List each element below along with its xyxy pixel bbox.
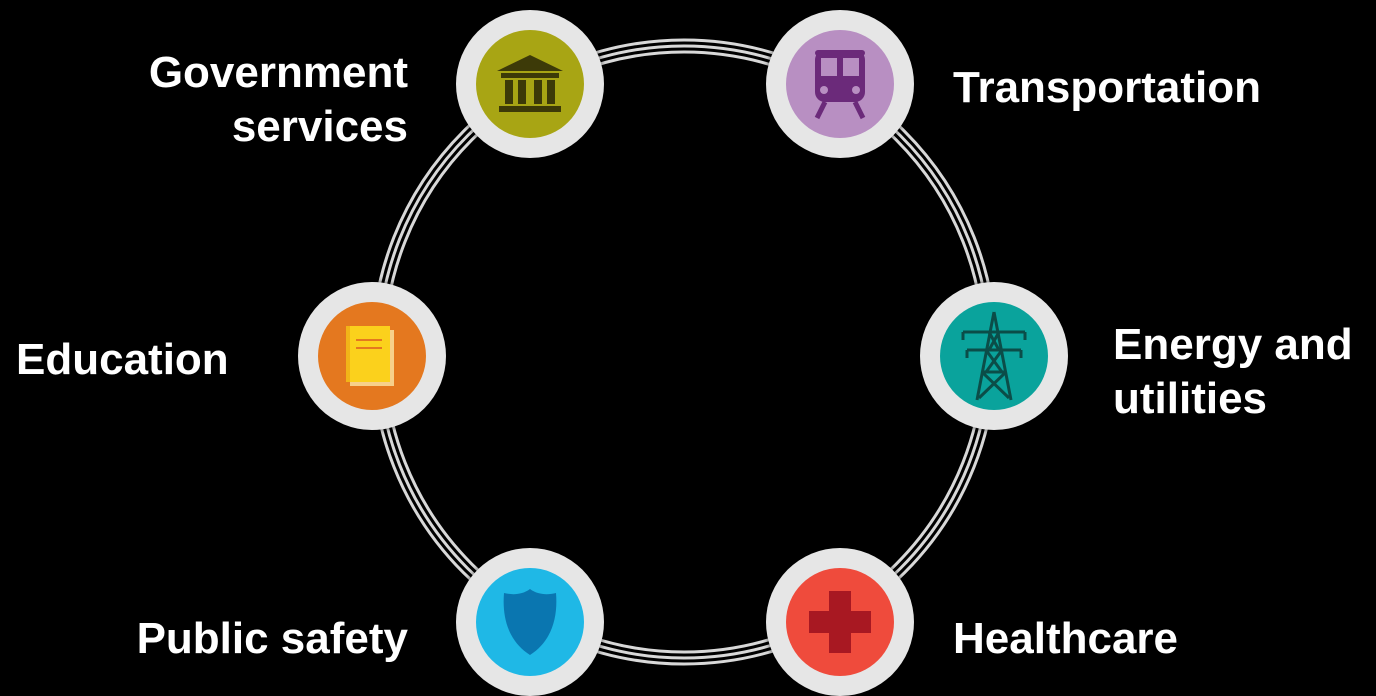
transportation-label-line1: Transportation [953, 63, 1262, 112]
energy-utilities-node[interactable] [920, 282, 1068, 430]
train-icon [814, 50, 866, 120]
public-safety-disc [476, 568, 584, 676]
public-safety-label: Public safety [137, 612, 408, 666]
education-node[interactable] [298, 282, 446, 430]
transportation-label: Transportation [953, 61, 1261, 115]
healthcare-node[interactable] [766, 548, 914, 696]
energy-utilities-label-line2: utilities [1113, 374, 1268, 423]
government-services-label: Government services [149, 46, 408, 154]
government-services-label-line1: Government [148, 48, 408, 97]
government-building-icon [497, 55, 563, 112]
government-services-node[interactable] [456, 10, 604, 158]
transportation-node[interactable] [766, 10, 914, 158]
healthcare-label-line1: Healthcare [953, 614, 1179, 663]
government-services-label-line2: services [231, 102, 408, 151]
education-label: Education [16, 333, 229, 387]
transportation-disc [786, 30, 894, 138]
education-label-line1: Education [16, 335, 229, 384]
energy-utilities-disc [940, 302, 1048, 410]
public-safety-node[interactable] [456, 548, 604, 696]
government-services-disc [476, 30, 584, 138]
healthcare-label: Healthcare [953, 612, 1178, 666]
book-icon [346, 326, 394, 386]
energy-utilities-label: Energy and utilities [1113, 318, 1353, 426]
energy-utilities-label-line1: Energy and [1113, 320, 1353, 369]
public-safety-label-line1: Public safety [136, 614, 408, 663]
education-disc [318, 302, 426, 410]
healthcare-disc [786, 568, 894, 676]
police-shield-icon [503, 589, 557, 655]
power-tower-icon [961, 311, 1027, 401]
medical-cross-icon [809, 591, 871, 653]
